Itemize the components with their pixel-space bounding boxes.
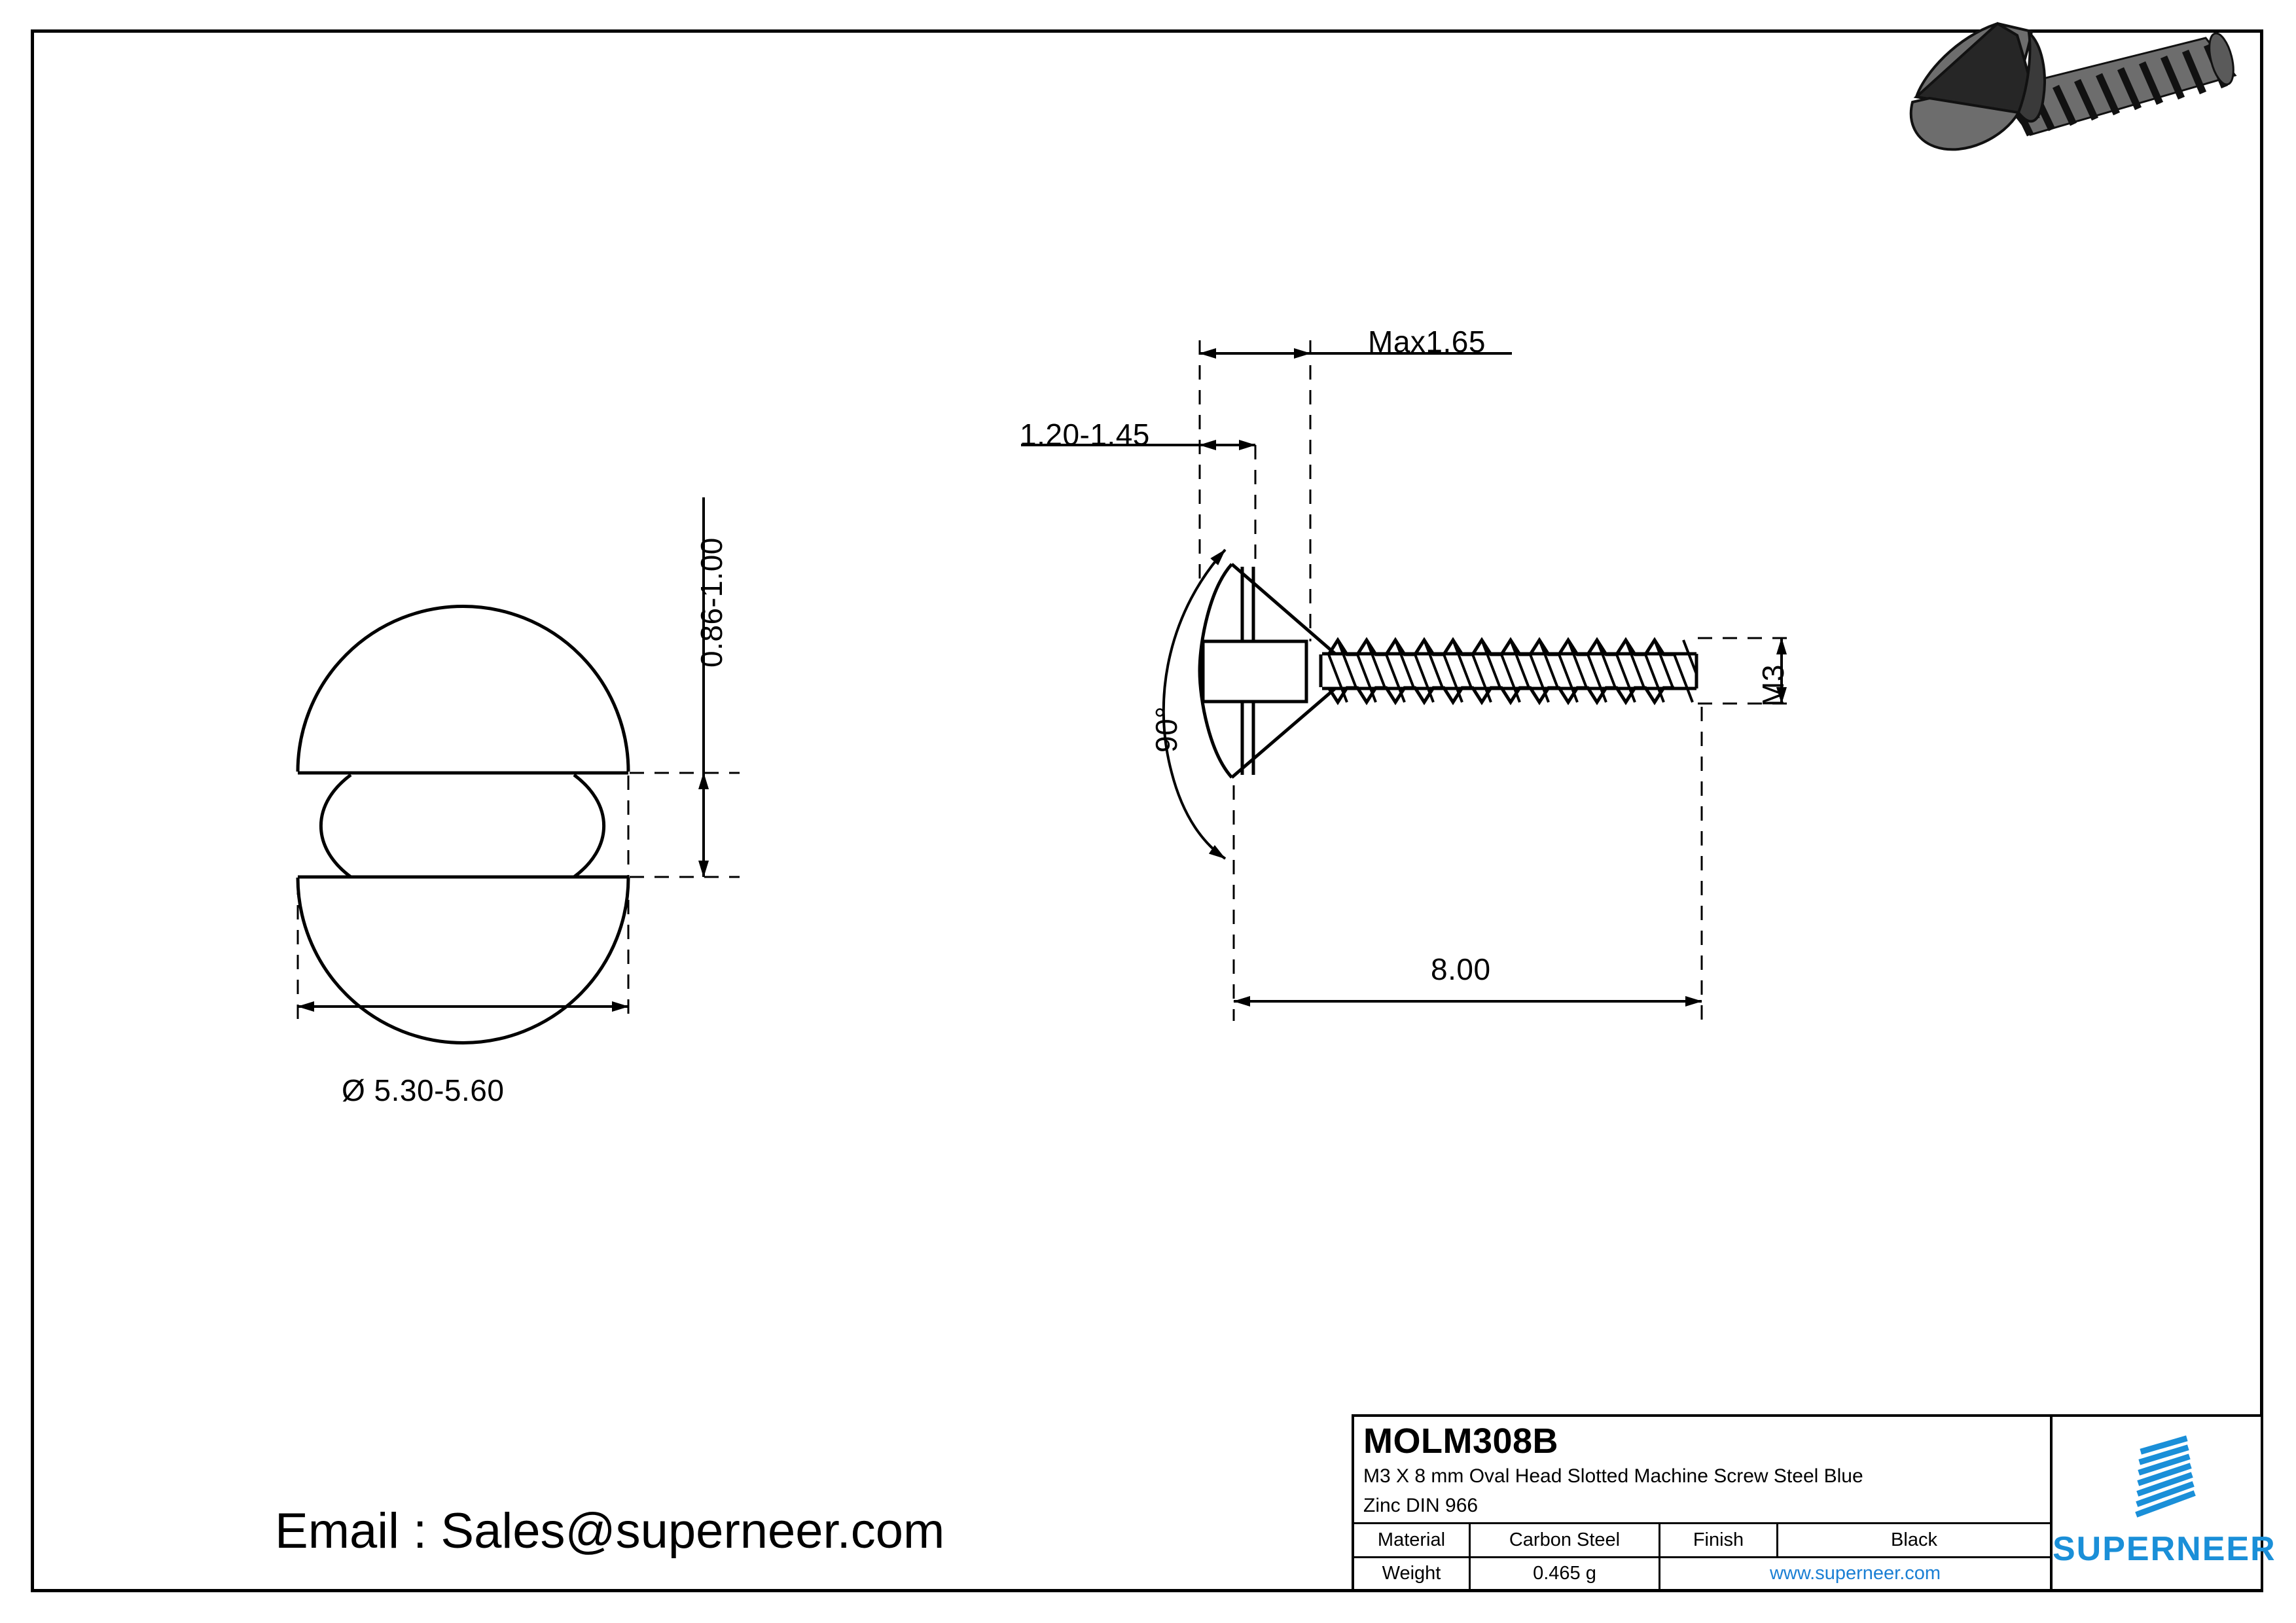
brand-logo: SUPERNEER (2053, 1417, 2276, 1589)
weight-value: 0.465 g (1471, 1558, 1660, 1589)
material-label: Material (1354, 1524, 1471, 1556)
dim-thread-size-label: M3 (1756, 664, 1790, 707)
title-block: MOLM308B M3 X 8 mm Oval Head Slotted Mac… (1352, 1414, 2275, 1592)
contact-email-label: Email : Sales@superneer.com (275, 1503, 945, 1559)
weight-label: Weight (1354, 1558, 1471, 1589)
material-value: Carbon Steel (1471, 1524, 1660, 1556)
dim-head-diameter-label: Ø 5.30-5.60 (342, 1073, 505, 1107)
dim-head-height-label: 0.86-1.00 (694, 537, 728, 668)
part-number: MOLM308B (1363, 1421, 1559, 1461)
screw-3d-render (1909, 22, 2237, 151)
dim-slot-width-label: 1.20-1.45 (1020, 418, 1150, 452)
superneer-logo-icon (2135, 1435, 2196, 1518)
dim-head-angle-label: 90° (1149, 705, 1183, 753)
finish-value: Black (1891, 1529, 1937, 1550)
title-block-row-material: Material Carbon Steel Finish Black (1354, 1524, 2050, 1558)
part-description-line-2: Zinc DIN 966 (1363, 1494, 1479, 1516)
drawing-sheet-border (31, 29, 2263, 1592)
title-block-description-area: MOLM308B M3 X 8 mm Oval Head Slotted Mac… (1354, 1417, 2050, 1524)
dim-length-label: 8.00 (1431, 952, 1491, 986)
title-block-info: MOLM308B M3 X 8 mm Oval Head Slotted Mac… (1354, 1417, 2053, 1589)
part-description-line-1: M3 X 8 mm Oval Head Slotted Machine Scre… (1363, 1465, 1863, 1488)
title-block-row-weight: Weight 0.465 g www.superneer.com (1354, 1558, 2050, 1589)
dim-head-height-max-label: Max1.65 (1368, 325, 1486, 359)
website-link[interactable]: www.superneer.com (1769, 1563, 1941, 1584)
brand-name: SUPERNEER (2053, 1529, 2276, 1568)
finish-label: Finish (1660, 1524, 1778, 1556)
